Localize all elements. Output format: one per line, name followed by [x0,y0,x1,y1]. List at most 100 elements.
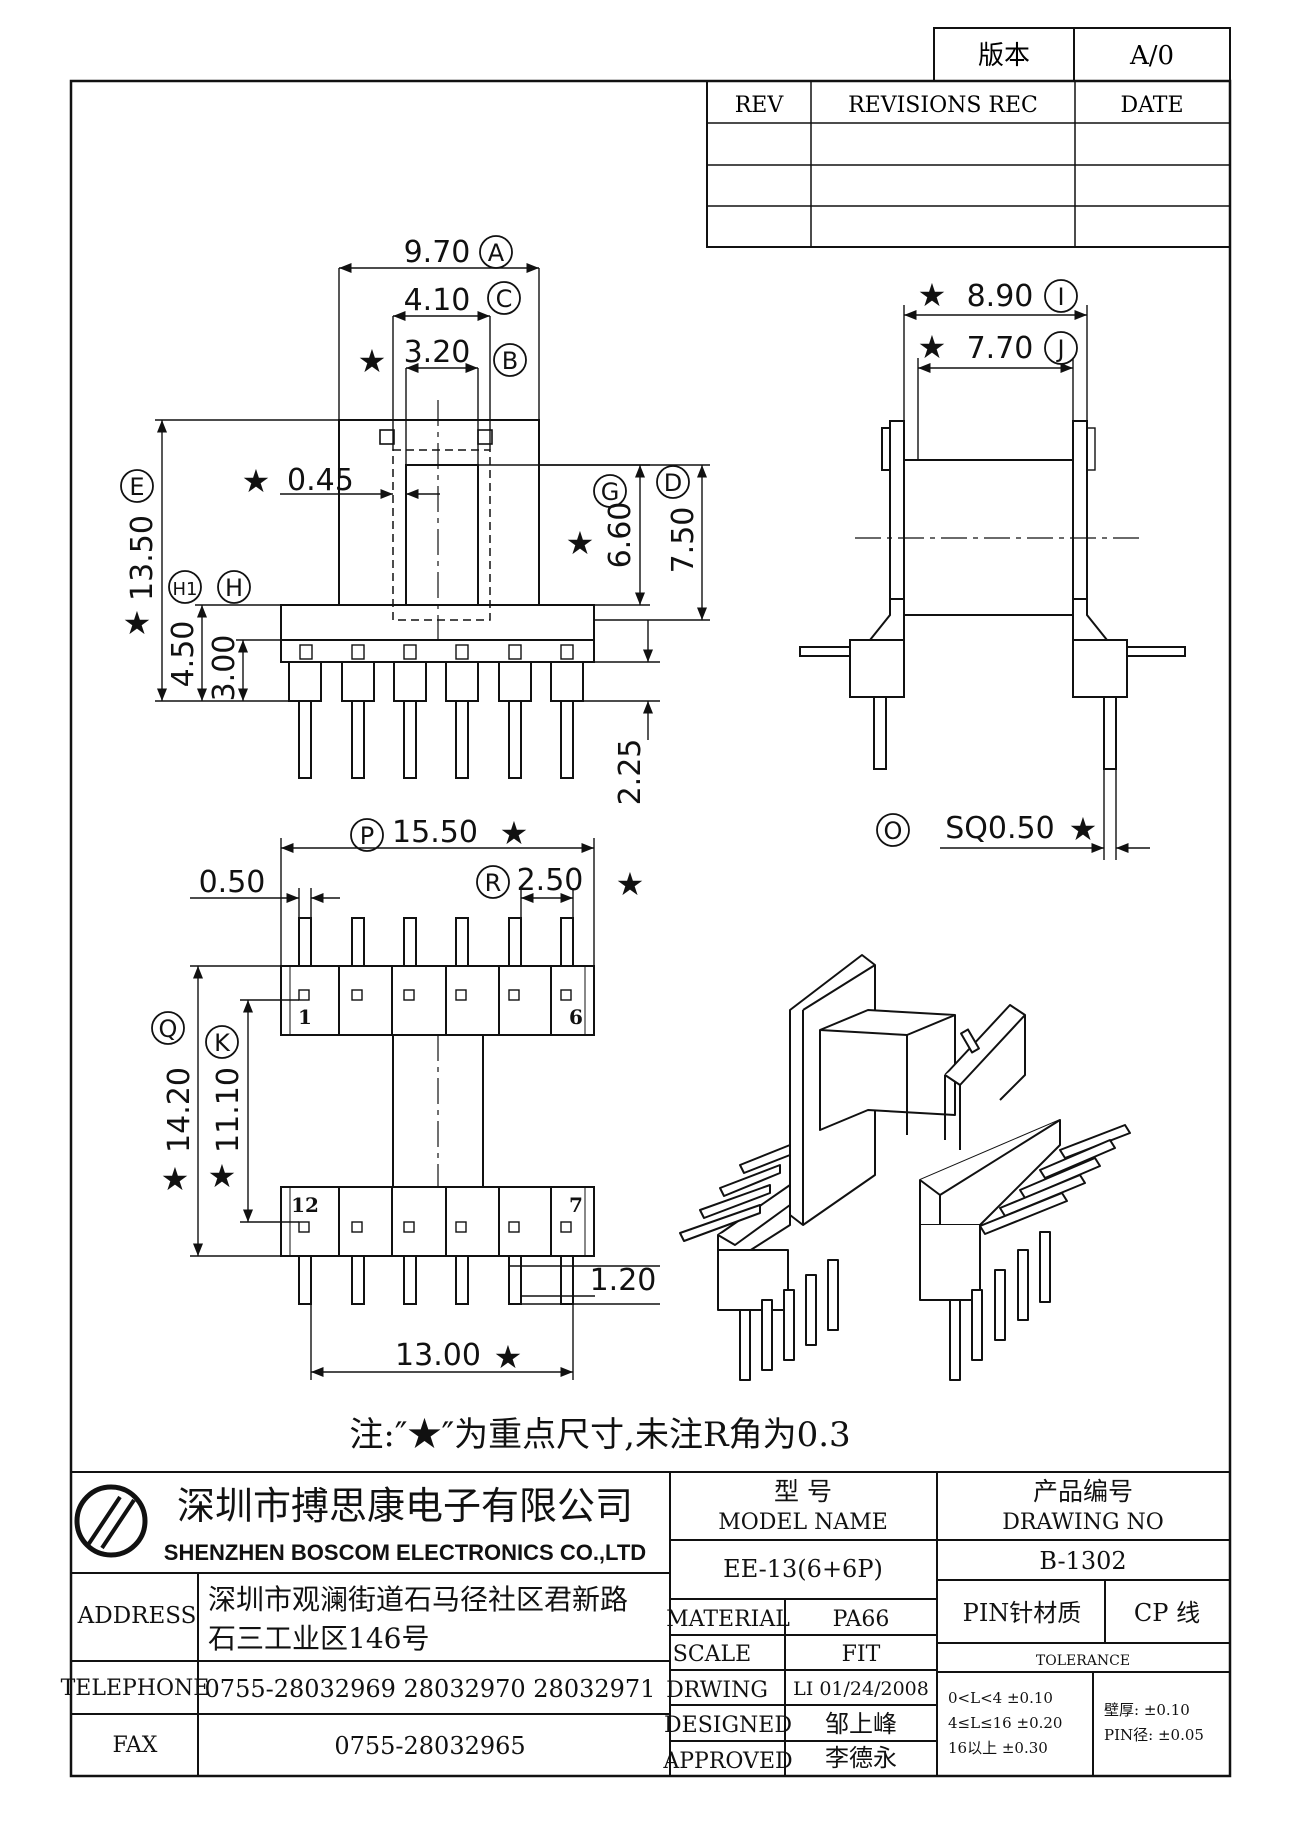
star-j: ★ [918,328,947,366]
telephone-label: TELEPHONE [61,1676,210,1701]
model-label-cn: 型 号 [774,1477,832,1506]
fax-value: 0755-28032965 [334,1732,525,1760]
dim-wall-value: 0.45 [287,463,354,498]
pin-number-1: 1 [298,1005,312,1029]
pin-material-value: CP 线 [1134,1599,1200,1627]
dim-r-value: 2.50 [517,863,584,898]
title-block [71,1471,1230,1776]
drawing-label-cn: 产品编号 [1033,1477,1133,1506]
date-header: DATE [1120,93,1183,118]
side-view-dimensions [903,305,1150,860]
dim-h1-tag: H1 [173,579,198,600]
dim-h1-value: 4.50 [166,621,201,688]
version-label: 版本 [978,41,1030,71]
dim-span-value: 13.00 [395,1338,481,1373]
dim-a-tag: A [488,239,505,267]
pin-number-12: 12 [291,1193,319,1217]
drwing-label: DRWING [666,1678,768,1703]
bottom-view [280,917,595,1305]
model-label-en: MODEL NAME [718,1510,888,1535]
tolerance-wall: 壁厚: ±0.10 [1104,1701,1190,1719]
side-view [799,420,1186,770]
address-line-2: 石三工业区146号 [208,1622,429,1655]
tolerance-label: TOLERANCE [1036,1653,1130,1669]
dim-b-tag: B [502,347,518,375]
approved-label: APPROVED [662,1749,792,1774]
material-value: PA66 [833,1607,890,1632]
pin-material-label: PIN针材质 [963,1599,1082,1627]
dim-e-tag: E [129,473,144,501]
dim-pinlen-value: 2.25 [613,739,648,806]
dim-p-value: 15.50 [392,815,478,850]
dim-o-tag: O [884,817,903,845]
dim-i-tag: I [1057,283,1064,311]
company-logo [74,1484,148,1558]
revisions-rec-header: REVISIONS REC [848,93,1038,118]
star-wall: ★ [242,462,271,500]
dim-c-tag: C [496,285,513,313]
company-name-cn: 深圳市搏思康电子有限公司 [177,1484,633,1528]
bottom-view-dimensions [190,838,660,1380]
scale-value: FIT [842,1642,881,1667]
drawing-value: B-1302 [1039,1547,1126,1575]
front-view [280,400,595,779]
dim-j-tag: J [1055,335,1064,363]
address-label: ADDRESS [77,1603,197,1629]
dim-j-value: 7.70 [967,331,1034,366]
dim-h-tag: H [225,574,243,602]
address-line-1: 深圳市观澜街道石马径社区君新路 [208,1583,628,1616]
dim-a-value: 9.70 [404,235,471,270]
dim-q-value: 14.20 [162,1067,197,1153]
star-p: ★ [500,814,529,852]
dim-b-value: 3.20 [404,335,471,370]
version-value: A/0 [1129,41,1174,71]
star-q: ★ [161,1160,190,1198]
drwing-value: LI 01/24/2008 [793,1678,929,1700]
star-g: ★ [566,524,595,562]
dim-d-value: 7.50 [666,507,701,574]
pin-number-7: 7 [569,1193,583,1217]
dim-o-value: SQ0.50 [945,811,1054,846]
isometric-view [679,954,1131,1381]
dim-d-tag: D [664,469,682,497]
dim-k-tag: K [214,1029,231,1057]
rev-header: REV [735,93,785,118]
telephone-value: 0755-28032969 28032970 28032971 [205,1675,656,1703]
drawing-border [69,79,1232,1778]
star-i: ★ [918,276,947,314]
model-value: EE-13(6+6P) [723,1555,883,1583]
dim-g-tag: G [601,478,620,506]
star-h1: ★ [123,604,152,642]
dim-i-value: 8.90 [967,279,1034,314]
star-b: ★ [358,342,387,380]
dim-e-value: 13.50 [125,515,160,601]
dim-pinw-value: 0.50 [199,865,266,900]
version-box: 版本 A/0 [933,27,1231,82]
tolerance-row-2: 4≤L≤16 ±0.20 [948,1714,1062,1732]
star-r: ★ [616,865,645,903]
star-k: ★ [208,1157,237,1195]
revisions-table: REV REVISIONS REC DATE [706,80,1231,248]
pin-number-6: 6 [569,1005,583,1029]
tolerance-pin: PIN径: ±0.05 [1104,1726,1204,1744]
fax-label: FAX [113,1733,158,1758]
material-label: MATERIAL [666,1607,790,1632]
dim-c-value: 4.10 [404,283,471,318]
scale-label: SCALE [673,1642,751,1667]
front-view-dimensions [155,262,710,740]
dim-q-tag: Q [159,1015,178,1043]
dim-offset-value: 1.20 [590,1263,657,1298]
note-text: 注:″★″为重点尺寸,未注R角为0.3 [349,1415,850,1455]
designed-value: 邹上峰 [825,1710,897,1738]
designed-label: DESIGNED [664,1713,792,1738]
company-name-en: SHENZHEN BOSCOM ELECTRONICS CO.,LTD [164,1540,646,1565]
dim-g-value: 6.60 [603,502,638,569]
drawing-label-en: DRAWING NO [1002,1510,1164,1535]
star-span: ★ [494,1338,523,1376]
dim-h-value: 3.00 [207,635,242,702]
dim-r-tag: R [485,869,502,897]
tolerance-row-3: 16以上 ±0.30 [948,1739,1048,1757]
approved-value: 李德永 [825,1744,897,1772]
dim-p-tag: P [360,822,374,850]
